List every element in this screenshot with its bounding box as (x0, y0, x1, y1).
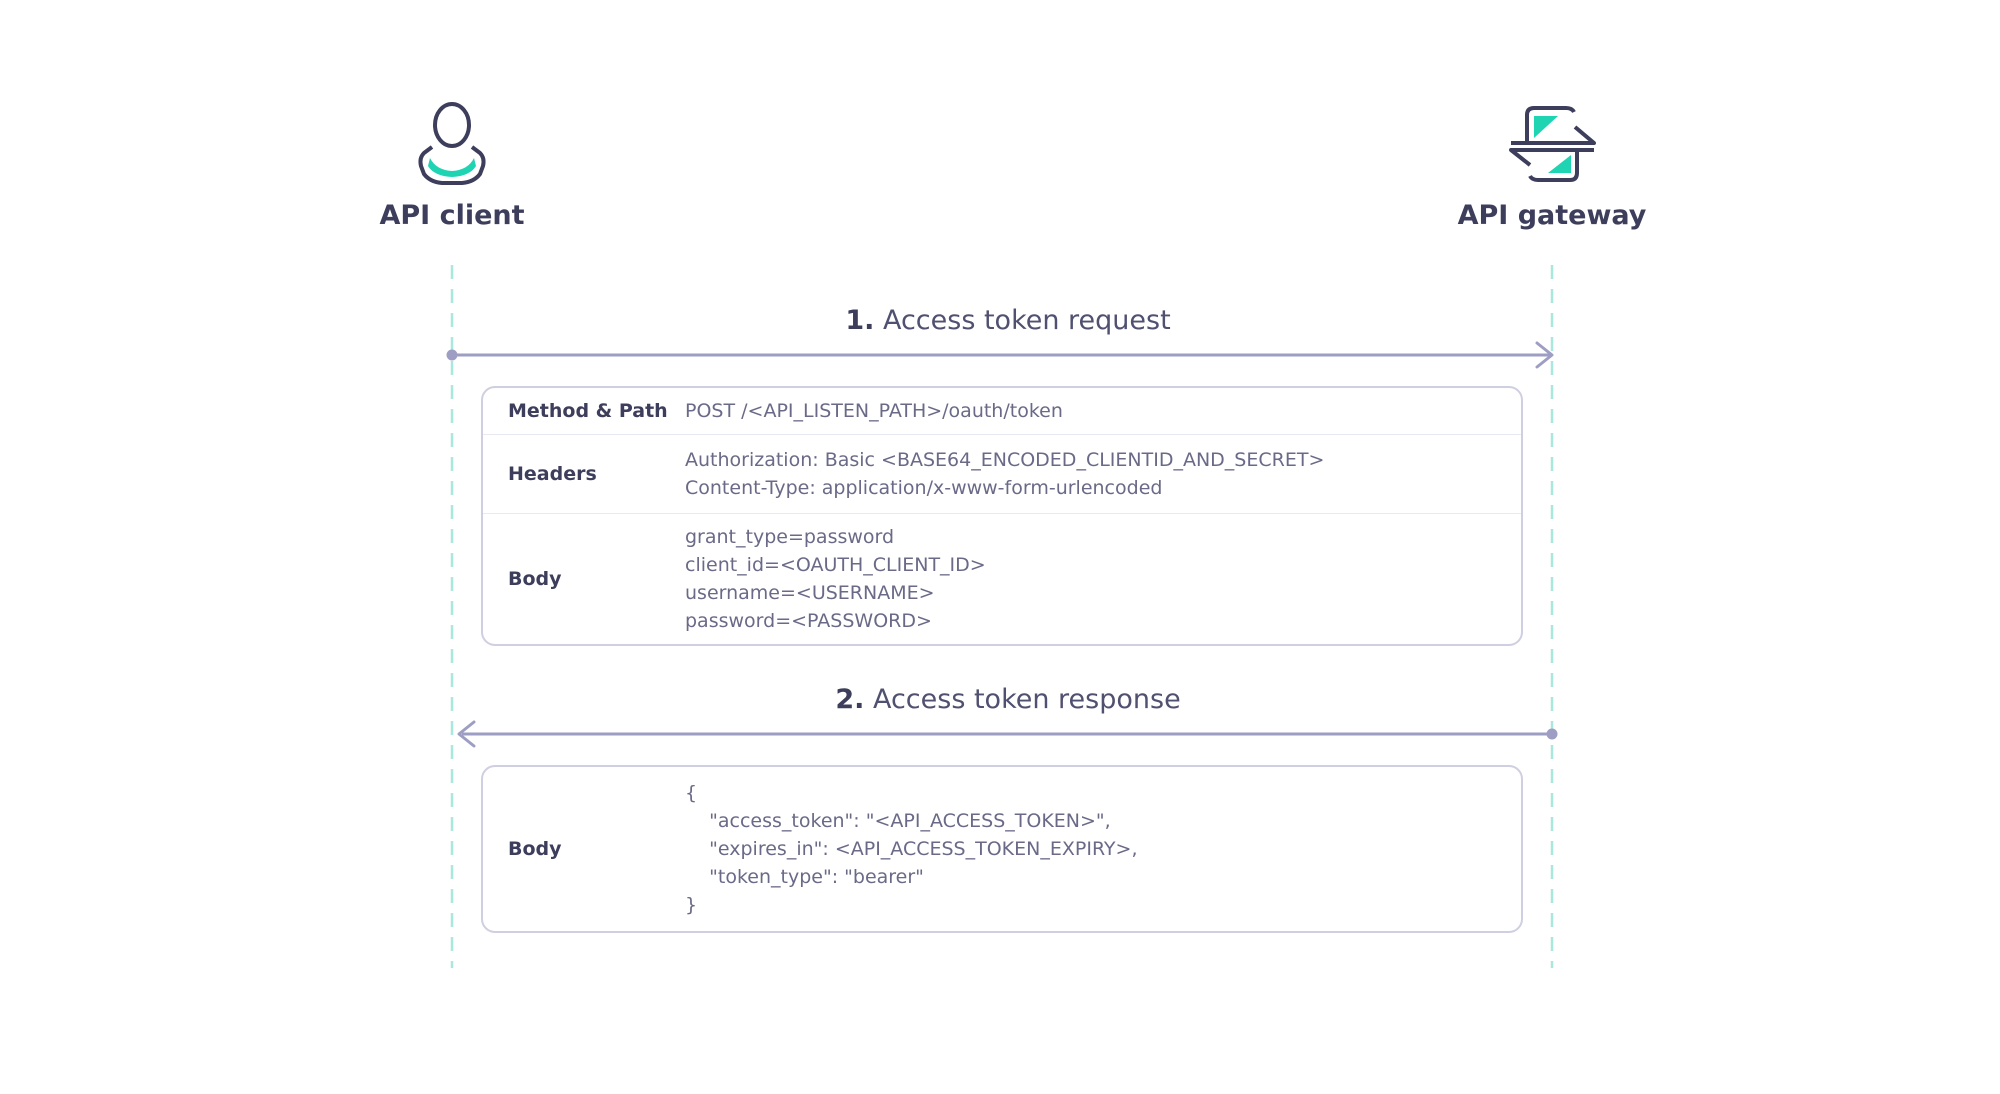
request-headers-value: Authorization: Basic <BASE64_ENCODED_CLI… (685, 446, 1324, 502)
request-message-label: 1. Access token request (608, 305, 1408, 336)
request-method-path-line: POST /<API_LISTEN_PATH>/oauth/token (685, 400, 1063, 422)
response-body-line: } (685, 894, 698, 916)
response-body-line: "access_token": "<API_ACCESS_TOKEN>", (685, 810, 1111, 832)
api-gateway-label: API gateway (1457, 200, 1647, 231)
response-arrow (457, 720, 1558, 748)
request-message-text: Access token request (882, 305, 1171, 336)
response-body-value: { "access_token": "<API_ACCESS_TOKEN>", … (685, 779, 1138, 919)
request-body-row: Body grant_type=password client_id=<OAUT… (483, 513, 1521, 644)
response-details-box: Body { "access_token": "<API_ACCESS_TOKE… (481, 765, 1523, 933)
request-arrow (446, 341, 1554, 369)
response-body-line: "token_type": "bearer" (685, 866, 924, 888)
request-body-line: username=<USERNAME> (685, 582, 935, 604)
request-body-key: Body (508, 568, 562, 590)
request-header-line: Authorization: Basic <BASE64_ENCODED_CLI… (685, 449, 1325, 471)
request-body-value: grant_type=password client_id=<OAUTH_CLI… (685, 523, 986, 635)
response-body-key: Body (508, 838, 562, 860)
request-message-number: 1. (845, 305, 875, 336)
request-body-line: password=<PASSWORD> (685, 610, 932, 632)
response-body-row: Body { "access_token": "<API_ACCESS_TOKE… (483, 767, 1521, 931)
gateway-icon (1509, 106, 1596, 182)
request-method-path-value: POST /<API_LISTEN_PATH>/oauth/token (685, 397, 1063, 425)
request-headers-key: Headers (508, 463, 597, 485)
request-body-line: client_id=<OAUTH_CLIENT_ID> (685, 554, 986, 576)
response-body-line: "expires_in": <API_ACCESS_TOKEN_EXPIRY>, (685, 838, 1138, 860)
response-body-line: { (685, 782, 698, 804)
user-icon (418, 102, 486, 185)
request-method-path-key: Method & Path (508, 400, 668, 422)
request-details-box: Method & Path POST /<API_LISTEN_PATH>/oa… (481, 386, 1523, 646)
api-client-label: API client (379, 200, 525, 231)
response-message-number: 2. (835, 684, 865, 715)
request-header-line: Content-Type: application/x-www-form-url… (685, 477, 1163, 499)
request-body-line: grant_type=password (685, 526, 895, 548)
response-message-text: Access token response (872, 684, 1181, 715)
request-headers-row: Headers Authorization: Basic <BASE64_ENC… (483, 434, 1521, 513)
response-message-label: 2. Access token response (608, 684, 1408, 715)
request-method-path-row: Method & Path POST /<API_LISTEN_PATH>/oa… (483, 388, 1521, 434)
